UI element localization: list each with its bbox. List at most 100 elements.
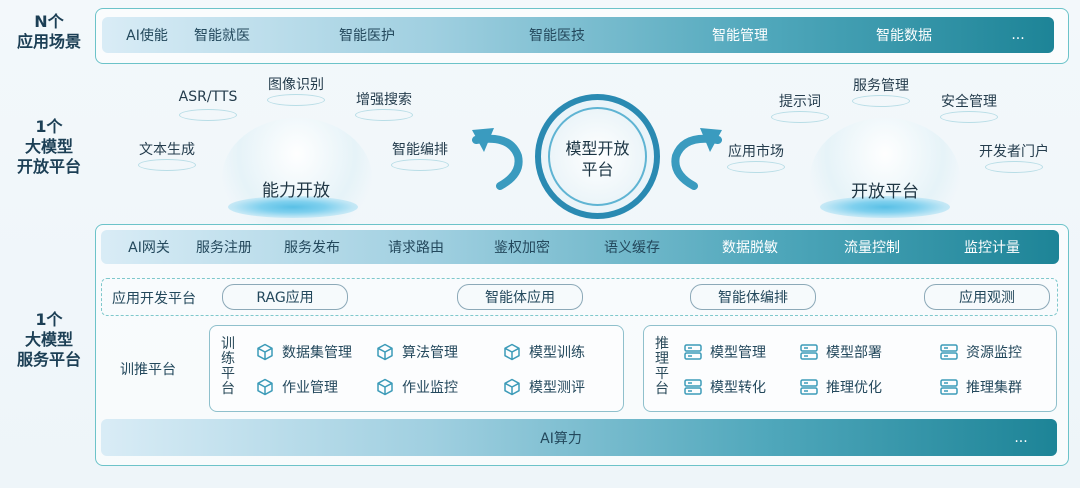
gateway-data-masking[interactable]: 数据脱敏 [722,240,778,256]
curved-arrow-right-icon [671,128,722,190]
infer-item-model-conversion[interactable]: 模型转化 [684,377,766,397]
cap-ring [355,109,413,121]
app-item-more: ... [1011,27,1025,43]
app-item-smart-nursing[interactable]: 智能医护 [339,28,395,44]
train-item-label: 数据集管理 [282,345,352,361]
train-item-label: 模型训练 [529,345,585,361]
training-title: 训练平台 [221,336,235,397]
infer-item-label: 模型管理 [710,345,766,361]
gateway-auth-encrypt[interactable]: 鉴权加密 [494,240,550,256]
label-open-platform: 1个 大模型 开放平台 [16,117,81,176]
server-icon [684,379,702,395]
app-dev-label: 应用开发平台 [112,291,196,307]
train-infer-label: 训推平台 [120,362,176,378]
server-icon [800,344,818,360]
gateway-ai-gateway[interactable]: AI网关 [128,240,170,256]
server-icon [684,344,702,360]
train-item-label: 模型测评 [529,380,585,396]
ai-compute-bar: AI算力 ... [101,419,1057,456]
cap-ring [138,159,196,171]
center-title-line1: 模型开放 [565,139,630,158]
train-item-job-monitoring[interactable]: 作业监控 [376,377,458,397]
train-item-job-management[interactable]: 作业管理 [256,377,338,397]
label-app-scene: N个 应用场景 [16,12,81,51]
open-developer-portal[interactable]: 开发者门户 [979,144,1049,160]
app-item-smart-data[interactable]: 智能数据 [876,28,932,44]
cube-icon [504,378,520,396]
infer-item-label: 模型转化 [710,380,766,396]
capability-dome [222,118,372,238]
open-dome [810,118,960,238]
cube-icon [377,378,393,396]
center-title-line2: 平台 [581,160,614,179]
pill-agent-app[interactable]: 智能体应用 [457,284,583,310]
gateway-semantic-cache[interactable]: 语义缓存 [604,240,660,256]
infer-item-model-management[interactable]: 模型管理 [684,342,766,362]
cap-ring [985,161,1043,173]
infer-item-resource-monitoring[interactable]: 资源监控 [940,342,1022,362]
train-item-label: 作业管理 [282,380,338,396]
infer-item-model-deploy[interactable]: 模型部署 [800,342,882,362]
server-icon [940,379,958,395]
curved-arrow-left-icon [472,128,523,190]
ai-compute-more: ... [1014,429,1028,446]
cap-smart-orchestration[interactable]: 智能编排 [392,142,448,158]
inference-title: 推理平台 [655,336,669,397]
infer-item-label: 推理优化 [826,380,882,396]
infer-item-inference-cluster[interactable]: 推理集群 [940,377,1022,397]
gateway-traffic-control[interactable]: 流量控制 [844,240,900,256]
center-inner-ring [548,107,647,206]
app-item-smart-tech[interactable]: 智能医技 [529,28,585,44]
pill-agent-orchestration[interactable]: 智能体编排 [690,284,816,310]
gateway-bar: AI网关 服务注册 服务发布 请求路由 鉴权加密 语义缓存 数据脱敏 流量控制 … [101,230,1059,264]
cap-ring [267,94,325,106]
cap-ring [852,95,910,107]
capability-label: 能力开放 [262,181,330,201]
infer-item-label: 推理集群 [966,380,1022,396]
cube-icon [504,343,520,361]
train-item-model-evaluation[interactable]: 模型测评 [503,377,585,397]
open-pad [820,196,950,218]
gateway-service-register[interactable]: 服务注册 [196,240,252,256]
inference-panel [643,325,1057,412]
cap-ring [391,159,449,171]
ai-compute-label[interactable]: AI算力 [540,430,582,447]
open-app-market[interactable]: 应用市场 [728,144,784,160]
cube-icon [377,343,393,361]
cap-enhanced-search[interactable]: 增强搜索 [356,92,412,108]
cap-text-generation[interactable]: 文本生成 [139,142,195,158]
gateway-request-routing[interactable]: 请求路由 [388,240,444,256]
cap-ring [771,111,829,123]
pill-rag-app[interactable]: RAG应用 [222,284,348,310]
cap-ring [940,111,998,123]
cube-icon [257,378,273,396]
open-label: 开放平台 [851,182,919,202]
open-service-management[interactable]: 服务管理 [853,78,909,94]
open-security-management[interactable]: 安全管理 [941,94,997,110]
cube-icon [257,343,273,361]
cap-image-recognition[interactable]: 图像识别 [268,77,324,93]
pill-app-observability[interactable]: 应用观测 [924,284,1050,310]
open-prompt[interactable]: 提示词 [779,94,821,110]
gateway-monitoring[interactable]: 监控计量 [964,240,1020,256]
cap-asr-tts[interactable]: ASR/TTS [178,89,238,105]
server-icon [800,379,818,395]
capability-pad [228,196,358,218]
training-panel [209,325,624,412]
app-item-smart-medical[interactable]: 智能就医 [194,28,250,44]
train-item-algorithm[interactable]: 算法管理 [376,342,458,362]
train-item-model-training[interactable]: 模型训练 [503,342,585,362]
gateway-service-publish[interactable]: 服务发布 [284,240,340,256]
app-item-smart-management[interactable]: 智能管理 [712,28,768,44]
infer-item-label: 资源监控 [966,345,1022,361]
center-title[interactable]: 模型开放 平台 [548,138,647,180]
label-service-platform: 1个 大模型 服务平台 [16,310,81,369]
app-item-ai-enable[interactable]: AI使能 [126,28,168,44]
infer-item-label: 模型部署 [826,345,882,361]
server-icon [940,344,958,360]
train-item-dataset[interactable]: 数据集管理 [256,342,352,362]
train-item-label: 算法管理 [402,345,458,361]
app-scene-bar: AI使能 智能就医 智能医护 智能医技 智能管理 智能数据 ... [102,17,1054,53]
cap-ring [727,161,785,173]
infer-item-inference-optimize[interactable]: 推理优化 [800,377,882,397]
